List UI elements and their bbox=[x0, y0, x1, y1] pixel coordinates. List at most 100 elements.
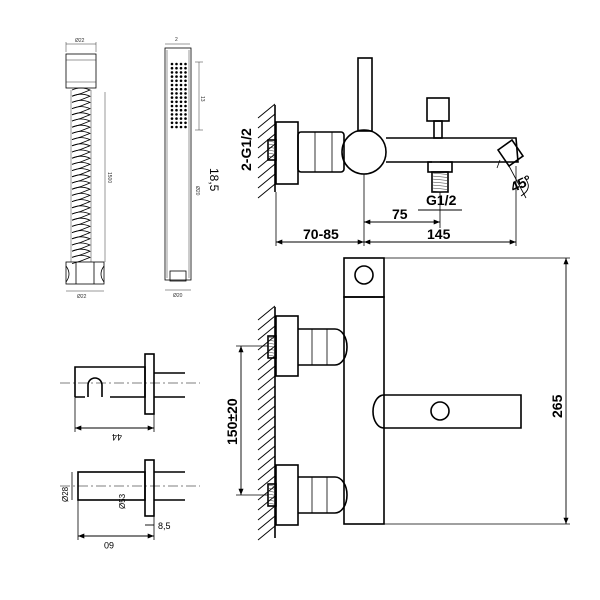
hose-length-dim: 1500 bbox=[106, 172, 112, 183]
hatch-line bbox=[257, 305, 276, 321]
inlet-thread-dim: 2-G1/2 bbox=[238, 128, 254, 171]
nozzle-dot bbox=[175, 62, 178, 66]
nozzle-dot bbox=[170, 83, 174, 87]
nozzle-dot bbox=[179, 100, 183, 104]
nozzle-dot bbox=[175, 113, 178, 116]
holder-hook bbox=[87, 377, 103, 397]
nozzle-dot bbox=[170, 87, 174, 91]
holder-wall-dim: 8,5 bbox=[158, 521, 171, 531]
offset-dim: 70-85 bbox=[303, 226, 339, 242]
nozzle-dot bbox=[170, 108, 174, 112]
nozzle-dot bbox=[184, 75, 187, 78]
holder-depth-dim: 44 bbox=[112, 432, 122, 442]
nozzle-dot bbox=[184, 125, 187, 129]
hatch-line bbox=[257, 183, 276, 199]
inlet-arm bbox=[297, 131, 345, 173]
mixer-front-view: 265 150±20 bbox=[224, 257, 570, 541]
nozzle-dot bbox=[170, 92, 174, 95]
nozzle-dot bbox=[175, 92, 178, 95]
nozzle-dot bbox=[170, 62, 174, 66]
outlet-thread-dim: G1/2 bbox=[426, 192, 457, 208]
holder-side-view: 44 bbox=[60, 353, 200, 442]
nozzle-dot bbox=[170, 79, 174, 83]
nozzle-dot bbox=[179, 79, 183, 83]
hatch-line bbox=[257, 365, 276, 381]
hand-shower-connector bbox=[169, 270, 187, 282]
nozzle-dot bbox=[175, 117, 178, 120]
nozzle-dot bbox=[184, 121, 187, 125]
nozzle-dot bbox=[170, 75, 174, 78]
hatch-line bbox=[257, 455, 276, 471]
nozzle-dot bbox=[179, 87, 183, 91]
nozzle-dot bbox=[170, 71, 174, 74]
nozzle-dot bbox=[170, 113, 174, 116]
nozzle-dot bbox=[184, 96, 187, 99]
hatch-line bbox=[257, 385, 276, 401]
spout-aerator bbox=[496, 138, 525, 168]
nozzle-dot bbox=[184, 92, 187, 95]
nozzle-dot bbox=[179, 92, 183, 95]
hatch-line bbox=[257, 505, 276, 521]
nozzle-dot bbox=[179, 121, 183, 125]
nozzle-dot bbox=[170, 104, 174, 108]
nozzle-dot bbox=[175, 66, 178, 70]
nozzle-dot bbox=[175, 96, 178, 99]
upper-inlet-arm bbox=[298, 328, 348, 366]
mixer-body-side bbox=[341, 129, 387, 175]
holder-plate-top bbox=[144, 459, 155, 517]
hatch-line bbox=[257, 123, 276, 139]
nozzle-dot bbox=[179, 108, 183, 112]
head-side-dim: Ø20 bbox=[194, 186, 200, 196]
center-distance-dim: 150±20 bbox=[224, 398, 240, 445]
nozzle-dot bbox=[179, 96, 183, 99]
wall-flange bbox=[275, 121, 299, 185]
outlet-nut bbox=[427, 161, 453, 173]
nozzle-dot bbox=[184, 108, 187, 112]
nozzle-dot bbox=[184, 100, 187, 104]
nozzle-dot bbox=[175, 100, 178, 104]
nozzle-dot bbox=[179, 75, 183, 78]
hose-drawing: Ø22 1500 Ø22 bbox=[65, 38, 112, 300]
total-length-dim: 145 bbox=[427, 226, 451, 242]
nozzle-dot bbox=[170, 121, 174, 125]
mixer-cap bbox=[343, 257, 385, 298]
upper-flange bbox=[275, 315, 299, 377]
mixer-body-front bbox=[343, 296, 385, 525]
hatch-line bbox=[257, 445, 276, 461]
holder-top-view: Ø28 Ø53 60 8,5 bbox=[60, 459, 200, 550]
wall-hatch-bottom bbox=[257, 305, 276, 541]
hand-length-dim: 18,5 bbox=[207, 168, 221, 192]
hatch-line bbox=[257, 103, 276, 119]
hatch-line bbox=[257, 133, 276, 149]
hatch-line bbox=[257, 485, 276, 501]
hose-bottom-dim: Ø22 bbox=[77, 294, 87, 300]
hose-top-dim: Ø22 bbox=[75, 38, 85, 44]
head-mid-dim: 13 bbox=[199, 96, 205, 102]
nozzle-dot bbox=[179, 66, 183, 70]
hatch-line bbox=[257, 173, 276, 189]
lower-flange bbox=[275, 464, 299, 526]
mixer-lever bbox=[357, 57, 373, 132]
nozzle-dot bbox=[179, 104, 183, 108]
hatch-line bbox=[257, 375, 276, 391]
nozzle-dot bbox=[184, 117, 187, 120]
head-top-dim: 2 bbox=[175, 37, 178, 43]
nozzle-dot bbox=[179, 113, 183, 116]
nozzle-dot bbox=[184, 87, 187, 91]
hatch-line bbox=[257, 495, 276, 511]
hatch-line bbox=[257, 425, 276, 441]
nozzle-dot bbox=[179, 71, 183, 74]
hatch-line bbox=[257, 415, 276, 431]
hatch-line bbox=[257, 435, 276, 451]
diverter-stem bbox=[433, 120, 443, 139]
hand-shower-drawing: 2 13 Ø20 18,5 Ø20 bbox=[164, 37, 221, 299]
head-bottom-dim: Ø20 bbox=[173, 293, 183, 299]
nozzle-dot bbox=[184, 79, 187, 83]
nozzle-dot bbox=[184, 62, 187, 66]
lower-inlet-arm bbox=[298, 476, 348, 514]
nozzle-dot bbox=[179, 117, 183, 120]
hatch-line bbox=[257, 465, 276, 481]
hatch-line bbox=[257, 153, 276, 169]
